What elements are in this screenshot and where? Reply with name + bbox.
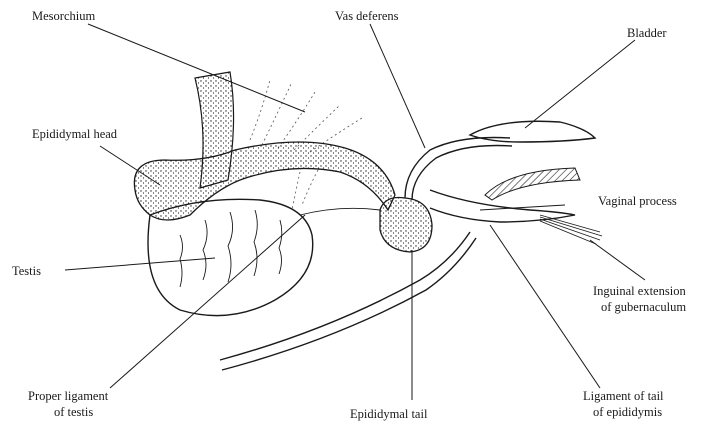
- label-testis: Testis: [12, 264, 41, 278]
- label-ligament-tail-2: of epididymis: [593, 405, 662, 419]
- label-bladder: Bladder: [627, 26, 667, 40]
- label-epididymal-head: Epididymal head: [32, 127, 118, 141]
- label-proper-ligament-1: Proper ligament: [28, 389, 109, 403]
- label-ligament-tail-1: Ligament of tail: [583, 389, 664, 403]
- label-vaginal-process: Vaginal process: [598, 194, 677, 208]
- label-vas-deferens: Vas deferens: [335, 9, 399, 23]
- epididymal-tail-shape: [380, 198, 432, 253]
- hatched-structure: [485, 168, 580, 200]
- proper-ligament-shape: [300, 208, 380, 215]
- body-wall: [220, 232, 470, 360]
- label-mesorchium: Mesorchium: [32, 9, 95, 23]
- label-inguinal-extension-1: Inguinal extension: [593, 284, 686, 298]
- label-epididymal-tail: Epididymal tail: [350, 407, 428, 421]
- label-proper-ligament-2: of testis: [54, 405, 93, 419]
- bladder-shape: [470, 121, 595, 142]
- label-inguinal-extension-2: of gubernaculum: [601, 300, 686, 314]
